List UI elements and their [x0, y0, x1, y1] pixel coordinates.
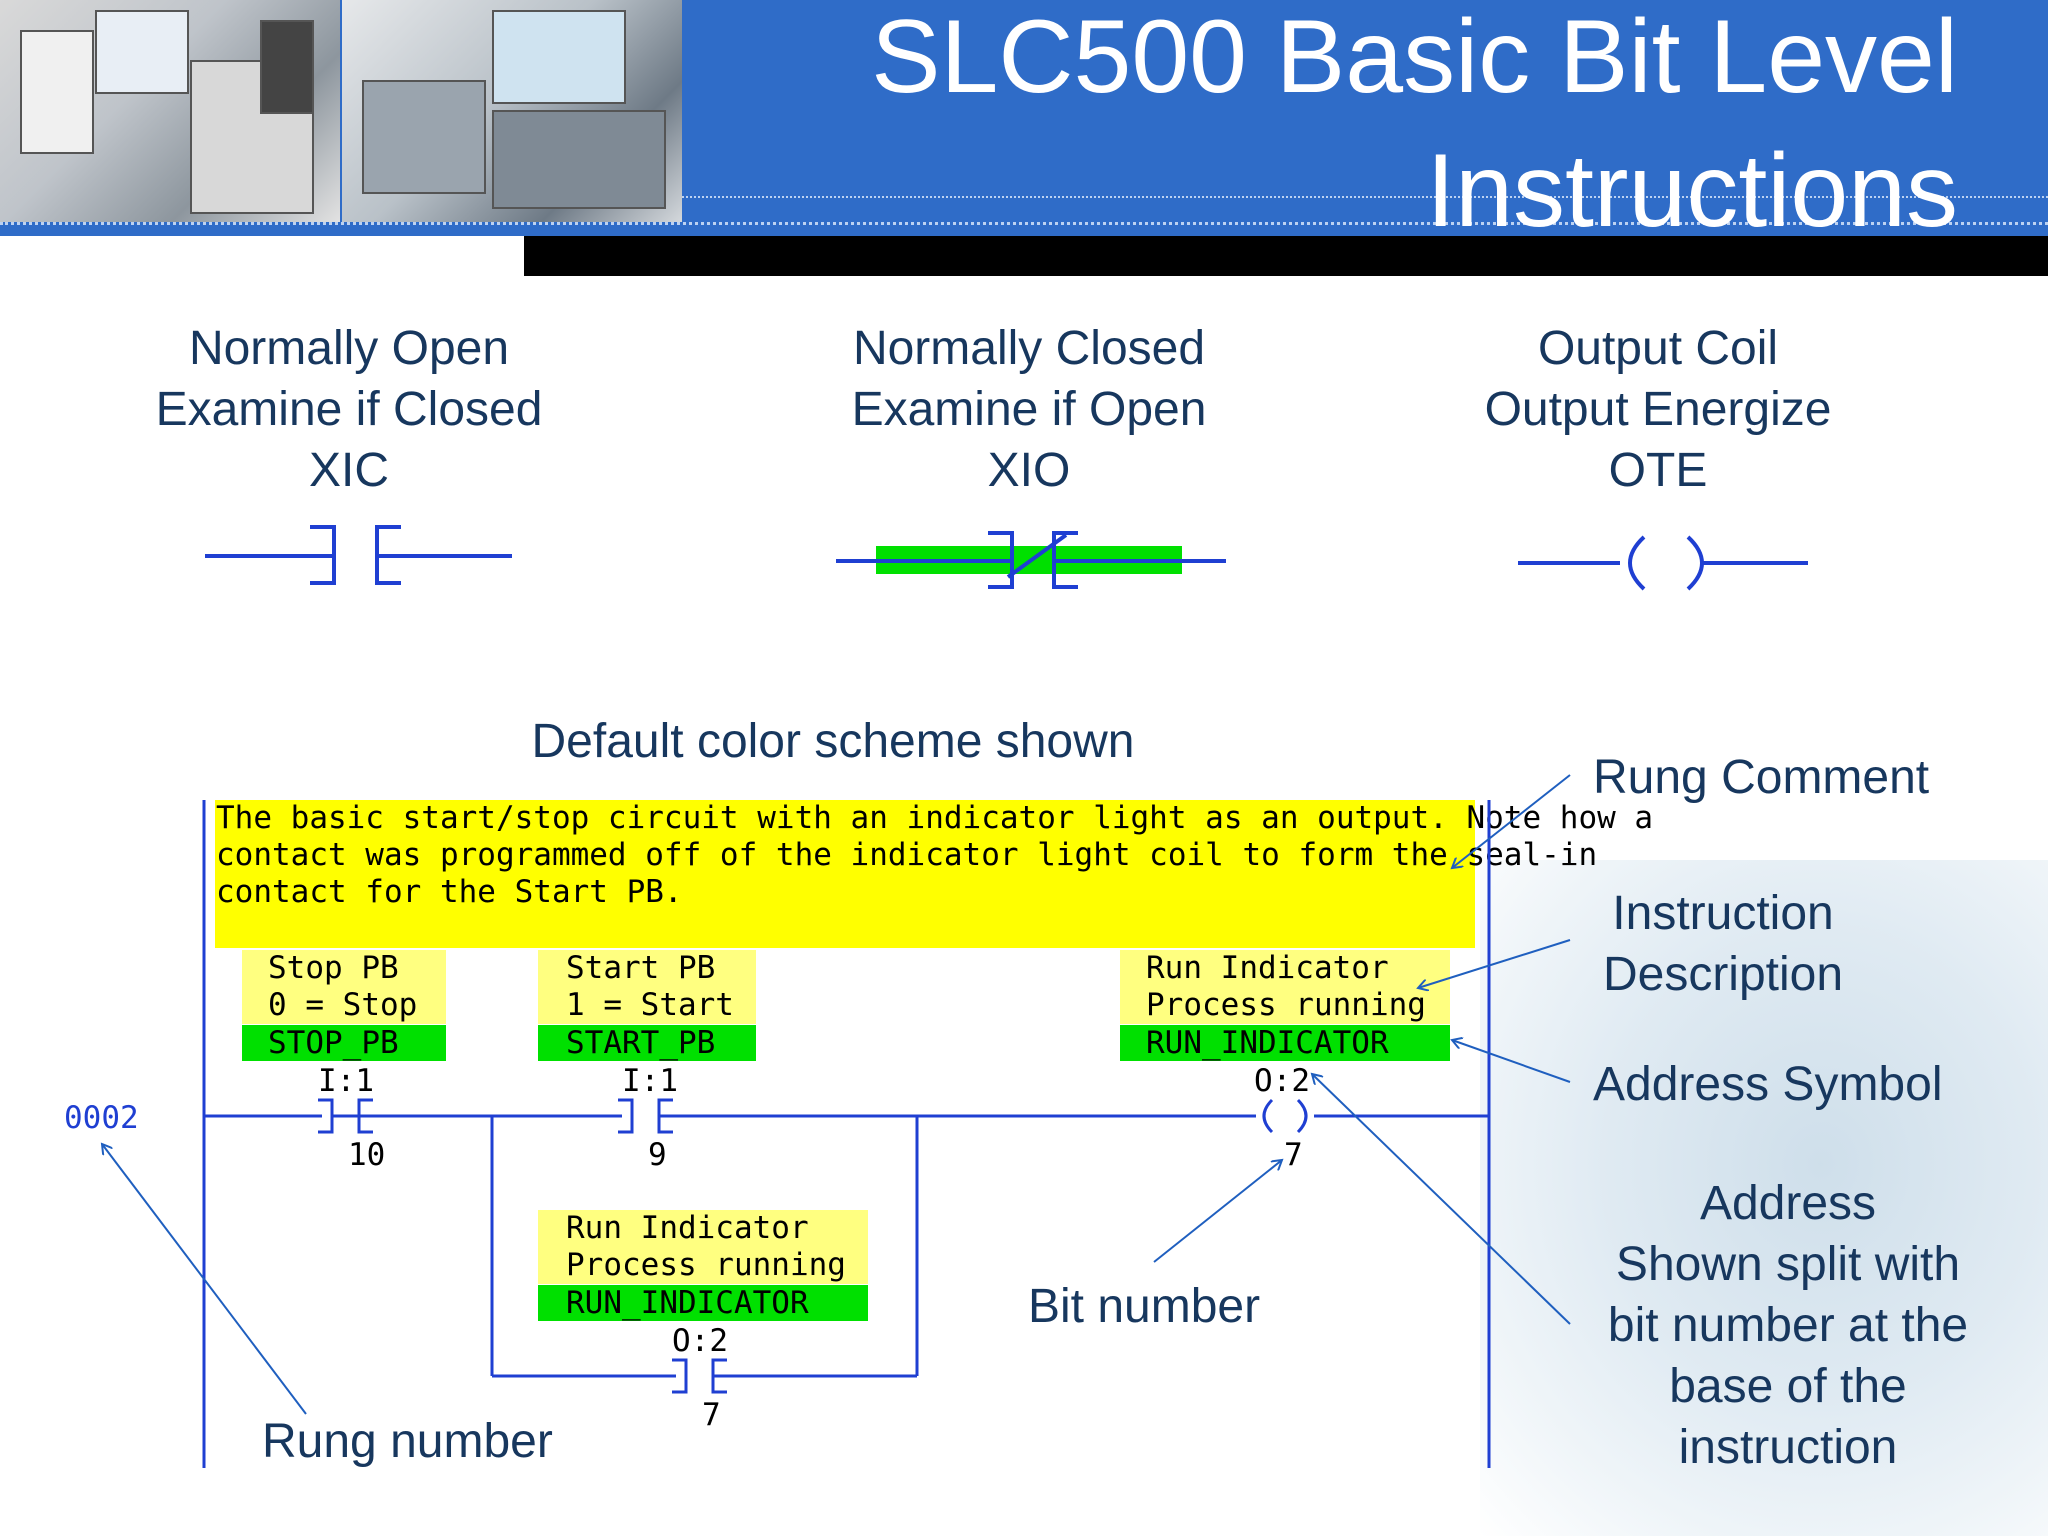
rung-comment-box — [215, 800, 1475, 948]
bit-number: 7 — [1284, 1137, 1303, 1173]
instruction-description: 1 = Start — [566, 987, 734, 1023]
caption: Default color scheme shown — [531, 715, 1135, 768]
stop-pb-contact-icon — [318, 1098, 373, 1134]
address-symbol: STOP_PB — [268, 1025, 399, 1061]
instruction-description: Stop PB — [268, 950, 399, 986]
annotation-arrows — [102, 774, 1571, 1415]
bit-number: 7 — [702, 1397, 721, 1433]
annotation-text: bit number at the — [1607, 1299, 1969, 1352]
arrow-rung-comment — [1452, 774, 1571, 868]
ote-heading-line: OTE — [1608, 444, 1708, 497]
instruction-description-box — [1120, 950, 1450, 1024]
title-line: Instructions — [1426, 133, 1958, 249]
xic-heading-line: XIC — [308, 444, 389, 497]
arrow-rung-number — [102, 1144, 307, 1415]
run-indicator-coil-icon — [1262, 1098, 1308, 1134]
xic-symbol-icon — [205, 525, 512, 585]
annotation-bit-number: Bit number — [1028, 1276, 1260, 1337]
instruction-description-box — [538, 1210, 868, 1284]
instruction-description: Process running — [566, 1247, 846, 1283]
annotation-text: Description — [1602, 948, 1844, 1001]
address-symbol-box — [1120, 1025, 1450, 1061]
header-black-bar — [524, 236, 2048, 276]
xio-symbol-icon — [836, 531, 1226, 589]
rung-comment-line: The basic start/stop circuit with an ind… — [216, 800, 1654, 836]
ote-heading-line: Output Coil — [1537, 322, 1779, 375]
annotation-text: Instruction — [1612, 887, 1834, 940]
ote-heading: Output Coil Output Energize OTE — [1398, 318, 1918, 501]
xio-heading-line: Normally Closed — [852, 322, 1206, 375]
arrow-instruction-description — [1418, 939, 1571, 988]
annotation-text: instruction — [1678, 1421, 1898, 1474]
rung-comment: The basic start/stop circuit with an ind… — [216, 800, 1654, 911]
title-line: SLC500 Basic Bit Level — [871, 0, 1958, 115]
header-divider — [0, 222, 2048, 225]
instruction-description: 0 = Stop — [268, 987, 418, 1023]
bit-number: 10 — [348, 1137, 386, 1173]
plc-hardware-photo — [0, 0, 340, 222]
start-pb-contact-icon — [618, 1098, 673, 1134]
ote-symbol-icon — [1518, 535, 1808, 591]
instruction-description: Run Indicator — [566, 1210, 809, 1246]
rung-number: 0002 — [64, 1100, 139, 1136]
arrow-address-symbol — [1452, 1040, 1571, 1083]
instruction-description: Process running — [1146, 987, 1426, 1023]
address-symbol-box — [538, 1285, 868, 1321]
instruction-address: O:2 — [1254, 1063, 1310, 1099]
annotation-address-split: Address Shown split with bit number at t… — [1578, 1173, 1998, 1478]
instruction-address: O:2 — [672, 1323, 728, 1359]
rung-wire — [204, 1114, 1489, 1378]
annotation-text: Address Symbol — [1593, 1058, 1943, 1111]
xic-heading-line: Normally Open — [188, 322, 510, 375]
background-watermark — [1480, 860, 2048, 1536]
xio-heading-line: Examine if Open — [851, 383, 1207, 436]
xic-heading: Normally Open Examine if Closed XIC — [89, 318, 609, 501]
instruction-address: I:1 — [622, 1063, 678, 1099]
instruction-description: Run Indicator — [1146, 950, 1389, 986]
rung-comment-line: contact for the Start PB. — [216, 874, 683, 910]
annotation-text: Bit number — [1028, 1280, 1261, 1333]
ote-heading-line: Output Energize — [1484, 383, 1832, 436]
address-symbol-box — [538, 1025, 756, 1061]
annotation-text: Rung Comment — [1593, 751, 1930, 804]
seal-in-contact-icon — [672, 1358, 727, 1394]
annotation-address-symbol: Address Symbol — [1593, 1054, 1942, 1115]
annotation-text: Rung number — [262, 1415, 553, 1468]
header-divider — [682, 196, 2048, 198]
xio-heading-line: XIO — [987, 444, 1071, 497]
annotation-rung-comment: Rung Comment — [1593, 747, 1929, 808]
instruction-description-box — [538, 950, 756, 1024]
address-symbol: RUN_INDICATOR — [566, 1285, 809, 1321]
annotation-text: Shown split with — [1615, 1238, 1961, 1291]
annotation-rung-number: Rung number — [262, 1411, 553, 1472]
annotation-text: base of the — [1669, 1360, 1907, 1413]
instruction-address: I:1 — [318, 1063, 374, 1099]
annotation-instruction-description: Instruction Description — [1593, 883, 1853, 1005]
annotation-text: Address — [1699, 1177, 1877, 1230]
instruction-description-box — [242, 950, 446, 1024]
address-symbol: START_PB — [566, 1025, 716, 1061]
address-symbol: RUN_INDICATOR — [1146, 1025, 1389, 1061]
instruction-description: Start PB — [566, 950, 716, 986]
plc-modules-photo — [342, 0, 682, 222]
xio-heading: Normally Closed Examine if Open XIO — [769, 318, 1289, 501]
ladder-rails — [202, 800, 1491, 1468]
xic-heading-line: Examine if Closed — [155, 383, 543, 436]
arrow-address-split — [1312, 1074, 1571, 1325]
rung-comment-line: contact was programmed off of the indica… — [216, 837, 1598, 873]
bit-number: 9 — [648, 1137, 667, 1173]
address-symbol-box — [242, 1025, 446, 1061]
arrow-bit-number — [1153, 1160, 1282, 1263]
page-title: SLC500 Basic Bit Level Instructions — [658, 0, 1958, 258]
